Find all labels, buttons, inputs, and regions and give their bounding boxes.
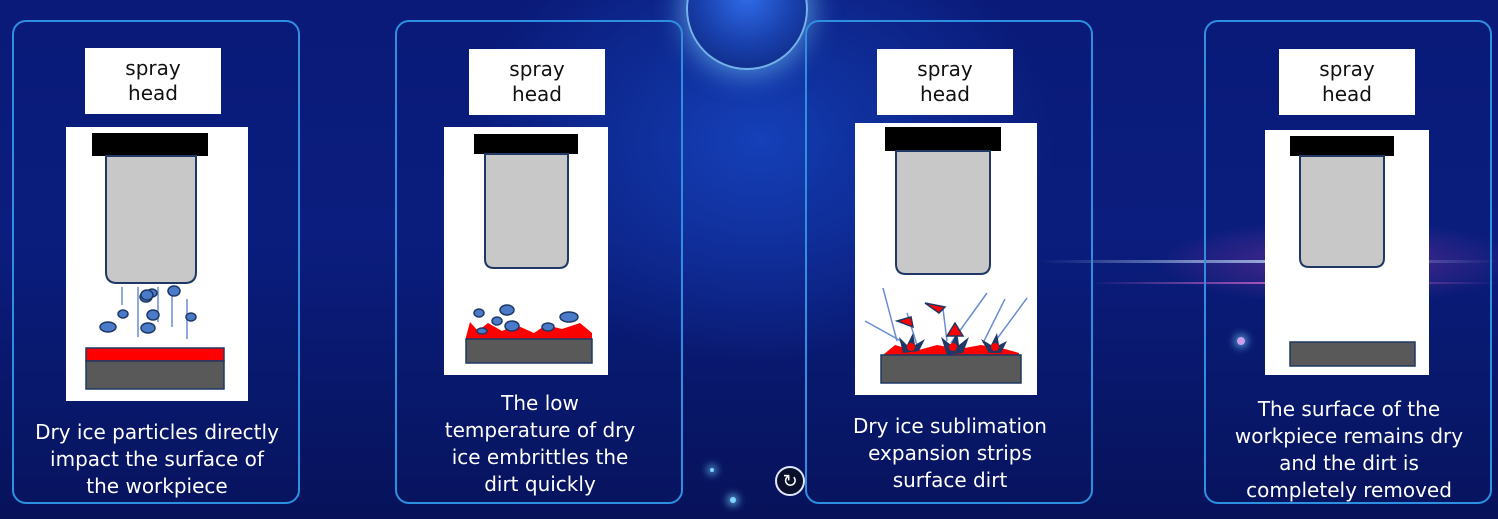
decorative-orb bbox=[686, 0, 808, 70]
label-line: spray bbox=[917, 57, 973, 81]
caption-line: temperature of dry bbox=[444, 418, 636, 442]
spray-head-label: spray head bbox=[469, 49, 605, 115]
illustration-sublimation bbox=[855, 123, 1037, 395]
label-line: head bbox=[512, 82, 562, 106]
caption-line: workpiece remains dry bbox=[1234, 424, 1464, 448]
refresh-icon[interactable]: ↻ bbox=[775, 466, 805, 496]
step-caption: Dry ice particles directly impact the su… bbox=[14, 419, 300, 500]
label-line: head bbox=[920, 82, 970, 106]
caption-line: The low bbox=[501, 391, 579, 415]
label-line: spray bbox=[1319, 57, 1375, 81]
label-line: head bbox=[1322, 82, 1372, 106]
spray-head-label: spray head bbox=[877, 49, 1013, 115]
decorative-sparkle bbox=[1237, 337, 1245, 345]
caption-line: dirt quickly bbox=[484, 472, 596, 496]
caption-line: The surface of the bbox=[1257, 397, 1441, 421]
spray-head-label: spray head bbox=[85, 48, 221, 114]
caption-line: Dry ice sublimation bbox=[853, 414, 1047, 438]
spray-head-label: spray head bbox=[1279, 49, 1415, 115]
step-caption: The low temperature of dry ice embrittle… bbox=[397, 390, 683, 498]
caption-line: Dry ice particles directly bbox=[35, 420, 279, 444]
step-caption: Dry ice sublimation expansion strips sur… bbox=[807, 413, 1093, 494]
caption-line: ice embrittles the bbox=[451, 445, 629, 469]
caption-line: surface dirt bbox=[892, 468, 1008, 492]
step-caption: The surface of the workpiece remains dry… bbox=[1206, 396, 1492, 504]
caption-line: impact the surface of bbox=[50, 447, 264, 471]
caption-line: the workpiece bbox=[86, 474, 228, 498]
label-line: head bbox=[128, 81, 178, 105]
decorative-sparkle bbox=[730, 497, 736, 503]
caption-line: completely removed bbox=[1246, 478, 1452, 502]
label-line: spray bbox=[125, 56, 181, 80]
illustration-embrittle bbox=[444, 127, 608, 375]
caption-line: expansion strips bbox=[868, 441, 1032, 465]
label-line: spray bbox=[509, 57, 565, 81]
illustration-clean bbox=[1265, 130, 1429, 375]
decorative-sparkle bbox=[710, 468, 714, 472]
caption-line: and the dirt is bbox=[1279, 451, 1419, 475]
illustration-impact bbox=[66, 127, 248, 401]
